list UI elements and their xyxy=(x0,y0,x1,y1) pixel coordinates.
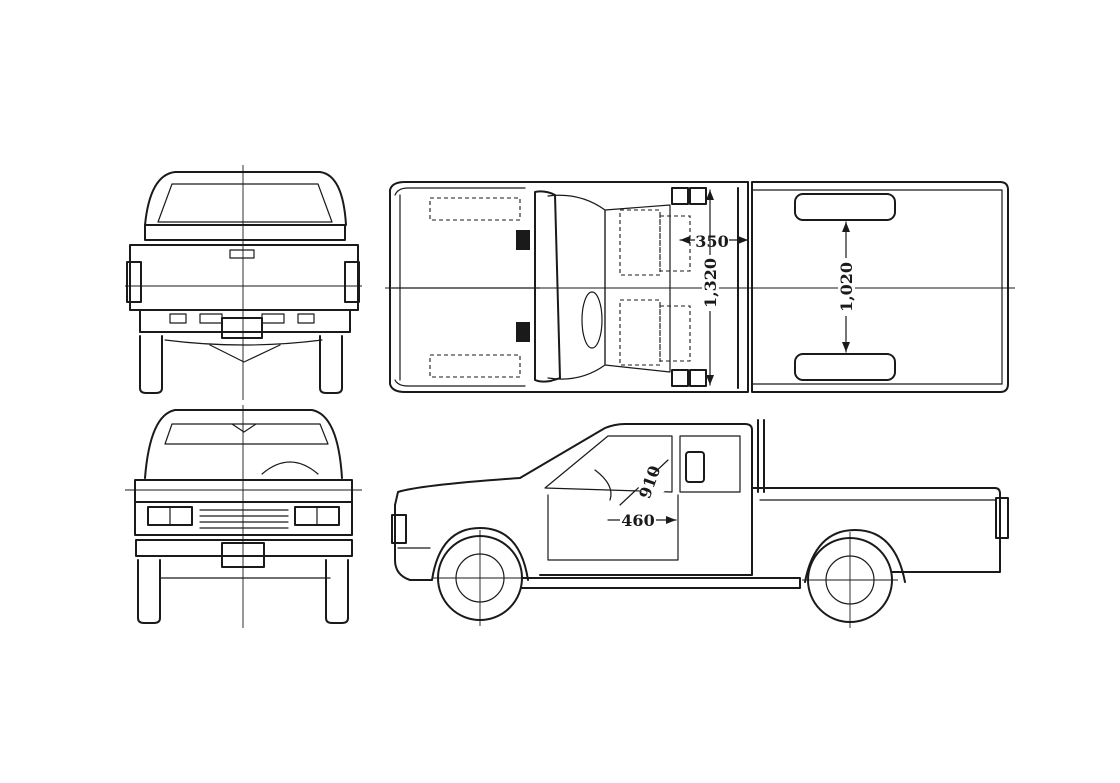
dim-door-width: 460 xyxy=(621,511,654,530)
right-tail-lamp xyxy=(345,262,359,302)
tailgate xyxy=(130,245,358,310)
windshield-top xyxy=(535,191,560,381)
side-tail-lamp xyxy=(996,498,1008,538)
front-fascia xyxy=(395,505,432,580)
cab-side xyxy=(395,424,752,575)
right-wheel-well xyxy=(795,354,895,380)
windshield xyxy=(165,424,328,444)
front-view xyxy=(125,405,362,628)
side-mirror xyxy=(686,452,704,482)
rear-quarter-window xyxy=(680,436,740,492)
dim-seat-width: 350 xyxy=(695,232,728,251)
license-plate xyxy=(222,318,262,338)
top-view: 350 1,320 1,020 xyxy=(385,182,1015,392)
hood xyxy=(135,480,352,502)
bed-side xyxy=(752,488,1000,572)
right-mirror xyxy=(516,322,530,342)
side-view: 910 460 xyxy=(392,420,1008,628)
dim-cab-width: 1,320 xyxy=(701,258,720,308)
cab-body-top xyxy=(390,182,748,392)
left-tail-lamp xyxy=(127,262,141,302)
front-left-tire xyxy=(138,560,160,623)
rocker-panel xyxy=(520,578,800,588)
left-wheel-well xyxy=(795,194,895,220)
front-bumper xyxy=(136,540,352,556)
front-right-tire xyxy=(326,560,348,623)
truck-bed-top xyxy=(752,182,1008,392)
cab-outline xyxy=(145,410,342,478)
rear-wheel-arch xyxy=(805,530,905,582)
rear-window xyxy=(158,184,332,222)
front-wheel-arch xyxy=(432,528,528,580)
rear-view xyxy=(125,165,362,400)
left-mirror xyxy=(516,230,530,250)
rear-bumper xyxy=(140,310,350,332)
rear-left-tire xyxy=(140,336,162,393)
dim-bed-width: 1,020 xyxy=(837,262,856,312)
door-window xyxy=(545,436,672,492)
rear-right-tire xyxy=(320,336,342,393)
grille-area xyxy=(135,502,352,535)
